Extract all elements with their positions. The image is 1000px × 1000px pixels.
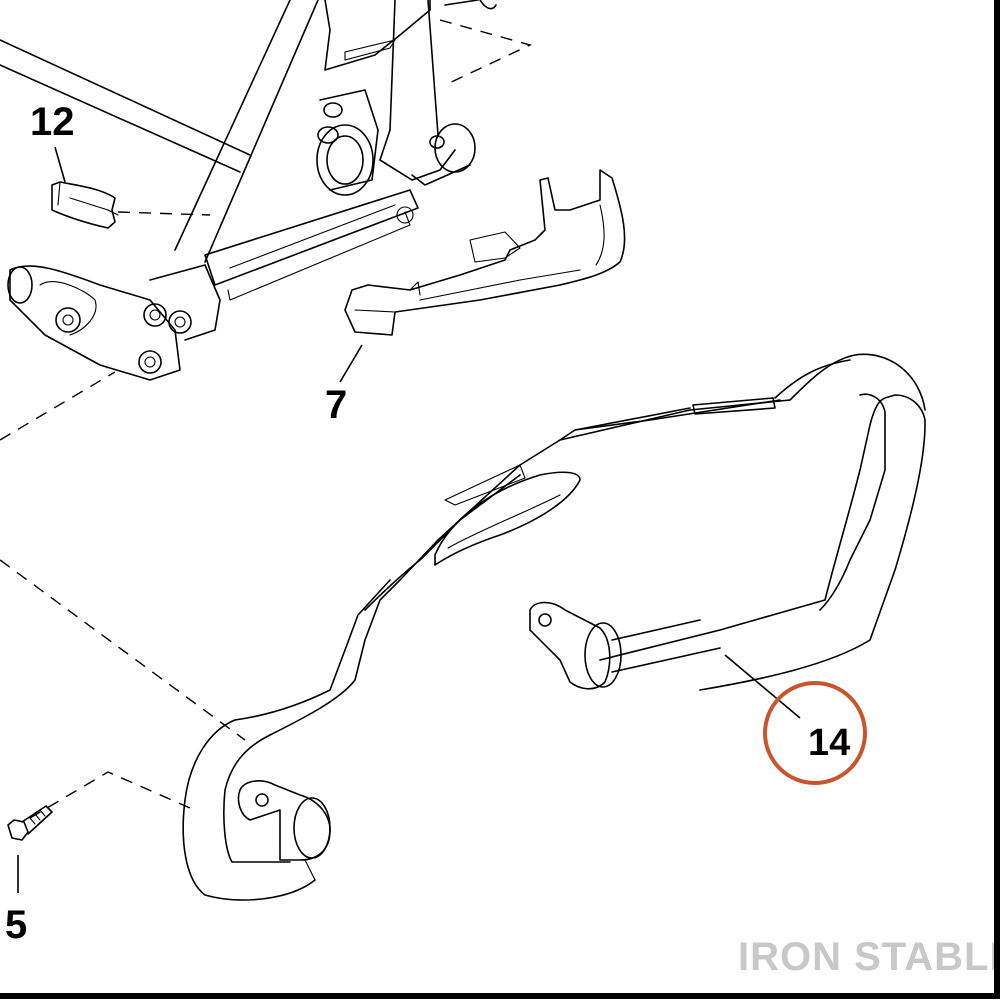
part-5-bolt bbox=[7, 805, 53, 841]
callout-leaders bbox=[17, 146, 801, 893]
part-14-crash-bar bbox=[182, 353, 926, 901]
part-12-clip bbox=[51, 181, 119, 229]
callout-5: 5 bbox=[5, 903, 27, 947]
callout-12: 12 bbox=[30, 100, 75, 144]
callout-7: 7 bbox=[325, 383, 347, 427]
watermark-text: IRON STABLE bbox=[738, 935, 1000, 979]
callout-14: 14 bbox=[808, 722, 850, 764]
assembly-dashed-lines bbox=[0, 19, 533, 819]
part-7-bracket bbox=[344, 169, 626, 336]
frame-assembly bbox=[0, 0, 497, 381]
highlight-ring bbox=[763, 681, 867, 785]
